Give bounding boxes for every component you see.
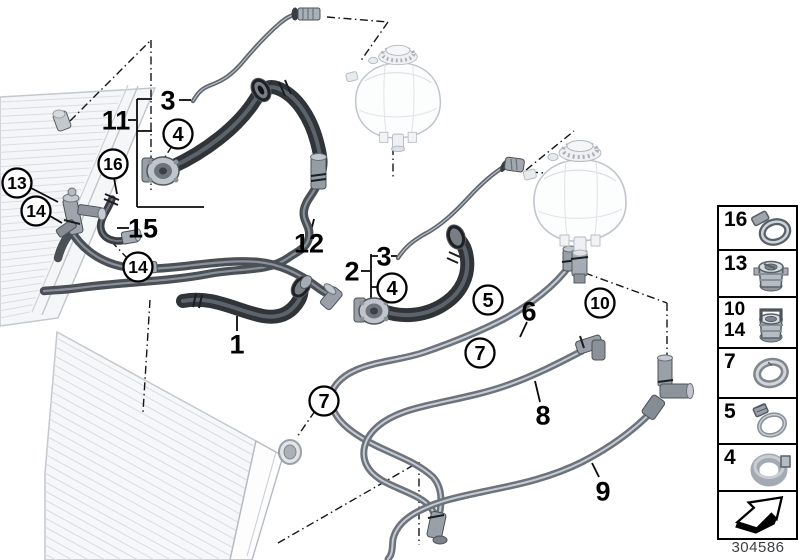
- svg-text:2: 2: [344, 257, 359, 287]
- radiator-port-upper: [52, 109, 72, 132]
- fitting-vent-top[interactable]: [291, 7, 321, 21]
- callout-4[interactable]: 4: [162, 118, 194, 150]
- legend-item-label: 16: [724, 208, 748, 231]
- hose-3-vent-right[interactable]: [395, 163, 508, 261]
- fitting-bottom-center[interactable]: [426, 510, 448, 545]
- callout-5[interactable]: 5: [472, 284, 504, 316]
- hose-6[interactable]: [327, 261, 574, 515]
- svg-text:8: 8: [535, 401, 550, 431]
- svg-text:5: 5: [482, 290, 493, 312]
- hose-3-vent-left[interactable]: [190, 11, 302, 104]
- svg-text:1: 1: [229, 330, 244, 360]
- part-number: 304586: [731, 539, 785, 556]
- callout-14[interactable]: 14: [20, 195, 52, 227]
- hose-9[interactable]: [384, 403, 660, 560]
- svg-text:10: 10: [590, 293, 610, 313]
- clamp-ring-icon: [753, 357, 789, 389]
- clamp-spring-icon: [751, 210, 792, 246]
- legend-item-label: 7: [724, 350, 736, 373]
- hose-11-assembly[interactable]: [165, 75, 328, 182]
- svg-text:16: 16: [103, 154, 123, 174]
- svg-text:4: 4: [172, 124, 184, 146]
- legend-item-13[interactable]: 13: [717, 249, 798, 298]
- svg-text:7: 7: [318, 391, 329, 413]
- svg-text:3: 3: [376, 242, 391, 272]
- connector-hose12-top[interactable]: [310, 153, 327, 190]
- callout-9[interactable]: 9: [595, 477, 610, 507]
- thermostat-flange-lower[interactable]: [353, 297, 390, 325]
- coupling-lock-icon: [753, 260, 789, 291]
- callout-16[interactable]: 16: [97, 148, 129, 180]
- svg-text:3: 3: [160, 86, 175, 116]
- coupling-clip-icon: [759, 307, 783, 342]
- clamp-band-icon: [750, 453, 791, 486]
- callout-6[interactable]: 6: [521, 297, 536, 327]
- legend-item-7[interactable]: 7: [717, 347, 798, 399]
- reference-lines: [69, 16, 668, 545]
- callout-7[interactable]: 7: [308, 385, 340, 417]
- direction-arrow-icon: [734, 496, 784, 534]
- legend-item-label: 5: [724, 400, 736, 423]
- legend-item-4[interactable]: 4: [717, 443, 798, 492]
- callout-12[interactable]: 12: [294, 229, 324, 259]
- fitting-vent-right-end[interactable]: [499, 156, 525, 173]
- callout-3[interactable]: 3: [160, 86, 175, 116]
- svg-text:9: 9: [595, 477, 610, 507]
- svg-text:14: 14: [26, 201, 46, 221]
- callout-2[interactable]: 2: [344, 257, 359, 287]
- legend-item-label: 13: [724, 252, 748, 275]
- hose-1[interactable]: [176, 272, 315, 324]
- radiator-bottom-left[interactable]: [44, 330, 302, 560]
- elbow-fitting-hose8[interactable]: [575, 334, 606, 361]
- callout-1[interactable]: 1: [229, 330, 244, 360]
- svg-text:15: 15: [128, 214, 158, 244]
- hose-15[interactable]: [96, 195, 130, 245]
- elbow-fitting-15[interactable]: [120, 228, 142, 245]
- clamp-16-on-hose[interactable]: [103, 193, 120, 206]
- svg-text:7: 7: [474, 343, 485, 365]
- svg-text:14: 14: [128, 257, 148, 277]
- callout-13[interactable]: 13: [1, 167, 33, 199]
- hose-2-assembly[interactable]: [374, 222, 475, 323]
- svg-text:4: 4: [386, 278, 398, 300]
- legend-item-label: 4: [724, 446, 736, 469]
- callout-8[interactable]: 8: [535, 401, 550, 431]
- callout-15[interactable]: 15: [128, 214, 158, 244]
- svg-text:13: 13: [7, 173, 27, 193]
- thermostat-flange-upper[interactable]: [141, 156, 180, 186]
- expansion-tank-2[interactable]: [520, 138, 629, 258]
- callout-4[interactable]: 4: [376, 272, 408, 304]
- radiator-port-lower: [278, 439, 302, 465]
- svg-text:12: 12: [294, 229, 324, 259]
- connector-hose14-end[interactable]: [319, 282, 343, 311]
- t-connector-right[interactable]: [641, 354, 694, 421]
- clamp-worm-icon: [752, 403, 787, 438]
- callout-14[interactable]: 14: [122, 251, 154, 283]
- expansion-tank-1[interactable]: [343, 43, 443, 154]
- legend-item-5[interactable]: 5: [717, 397, 798, 445]
- t-connector-13[interactable]: [55, 187, 107, 238]
- legend-item-16[interactable]: 16: [717, 205, 798, 251]
- hose-14-line[interactable]: [53, 224, 340, 302]
- callout-3[interactable]: 3: [376, 242, 391, 272]
- callout-7[interactable]: 7: [464, 337, 496, 369]
- svg-text:6: 6: [521, 297, 536, 327]
- legend-item-direction[interactable]: [717, 490, 798, 540]
- callout-10[interactable]: 10: [584, 287, 616, 319]
- svg-text:11: 11: [102, 106, 131, 136]
- callout-11[interactable]: 11: [102, 106, 131, 136]
